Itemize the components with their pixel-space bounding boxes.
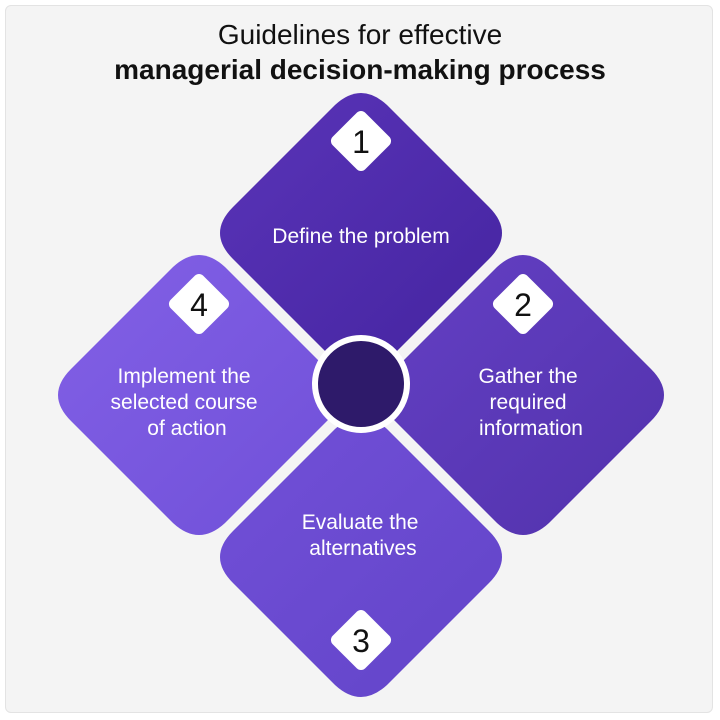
title-line-1: Guidelines for effective (217, 19, 503, 50)
decision-diagram: 1 Define the problem 2 Gather the requir… (58, 93, 664, 697)
step-1-diamond (220, 93, 502, 373)
step-4-number: 4 (190, 287, 208, 323)
step-2-number: 2 (514, 287, 532, 323)
step-2-badge (492, 273, 554, 335)
step-3-badge (330, 609, 392, 671)
step-4-badge (168, 273, 230, 335)
center-circle (312, 335, 410, 433)
step-4-label-line-3: of action (147, 417, 226, 440)
step-1: 1 Define the problem (220, 93, 502, 373)
step-4-label-line-1: Implement the (118, 365, 251, 388)
step-2-label-line-3: information (479, 417, 583, 440)
step-1-label-line-1: Define the problem (272, 225, 449, 248)
step-2-label: Gather the required information (478, 365, 583, 440)
step-2-diamond (382, 255, 664, 535)
step-3-number: 3 (352, 623, 370, 659)
step-4: 4 Implement the selected course of actio… (58, 255, 340, 535)
step-1-number: 1 (352, 124, 370, 160)
step-2: 2 Gather the required information (382, 255, 664, 535)
step-3-label-line-2: alternatives (309, 537, 416, 560)
step-3-label-line-1: Evaluate the (302, 511, 419, 534)
diagram-title: Guidelines for effective managerial deci… (6, 18, 712, 88)
step-4-diamond (58, 255, 340, 535)
step-4-label-line-2: selected course (111, 391, 258, 414)
step-3-label: Evaluate the alternatives (302, 511, 425, 560)
step-1-label: Define the problem (272, 225, 449, 248)
diagram-frame: Guidelines for effective managerial deci… (5, 5, 713, 713)
step-3: 3 Evaluate the alternatives (220, 417, 502, 697)
step-3-diamond (220, 417, 502, 697)
step-1-badge (330, 110, 392, 172)
title-line-2: managerial decision-making process (114, 54, 606, 85)
step-2-label-line-2: required (490, 391, 567, 414)
step-2-label-line-1: Gather the (478, 365, 577, 388)
step-4-label: Implement the selected course of action (111, 365, 264, 440)
